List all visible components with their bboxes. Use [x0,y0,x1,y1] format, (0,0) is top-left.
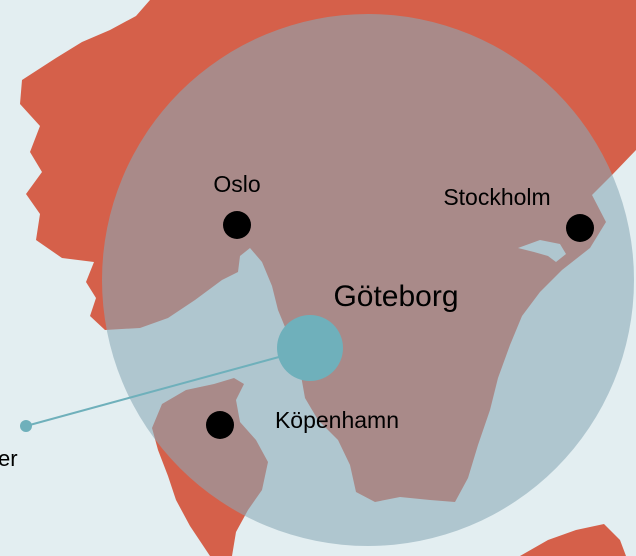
center-marker[interactable] [277,315,343,381]
callout-dot[interactable] [20,420,32,432]
city-label-oslo: Oslo [213,171,260,197]
callout-text: er [0,446,18,471]
city-dot-oslo[interactable] [223,211,251,239]
city-dot-kopenhamn[interactable] [206,411,234,439]
callout-line [25,347,313,427]
land-fragment [520,524,626,556]
center-label: Göteborg [333,280,458,313]
city-dot-stockholm[interactable] [566,214,594,242]
city-label-kopenhamn: Köpenhamn [275,407,399,433]
city-label-stockholm: Stockholm [443,184,550,210]
radius-circle [102,14,634,546]
